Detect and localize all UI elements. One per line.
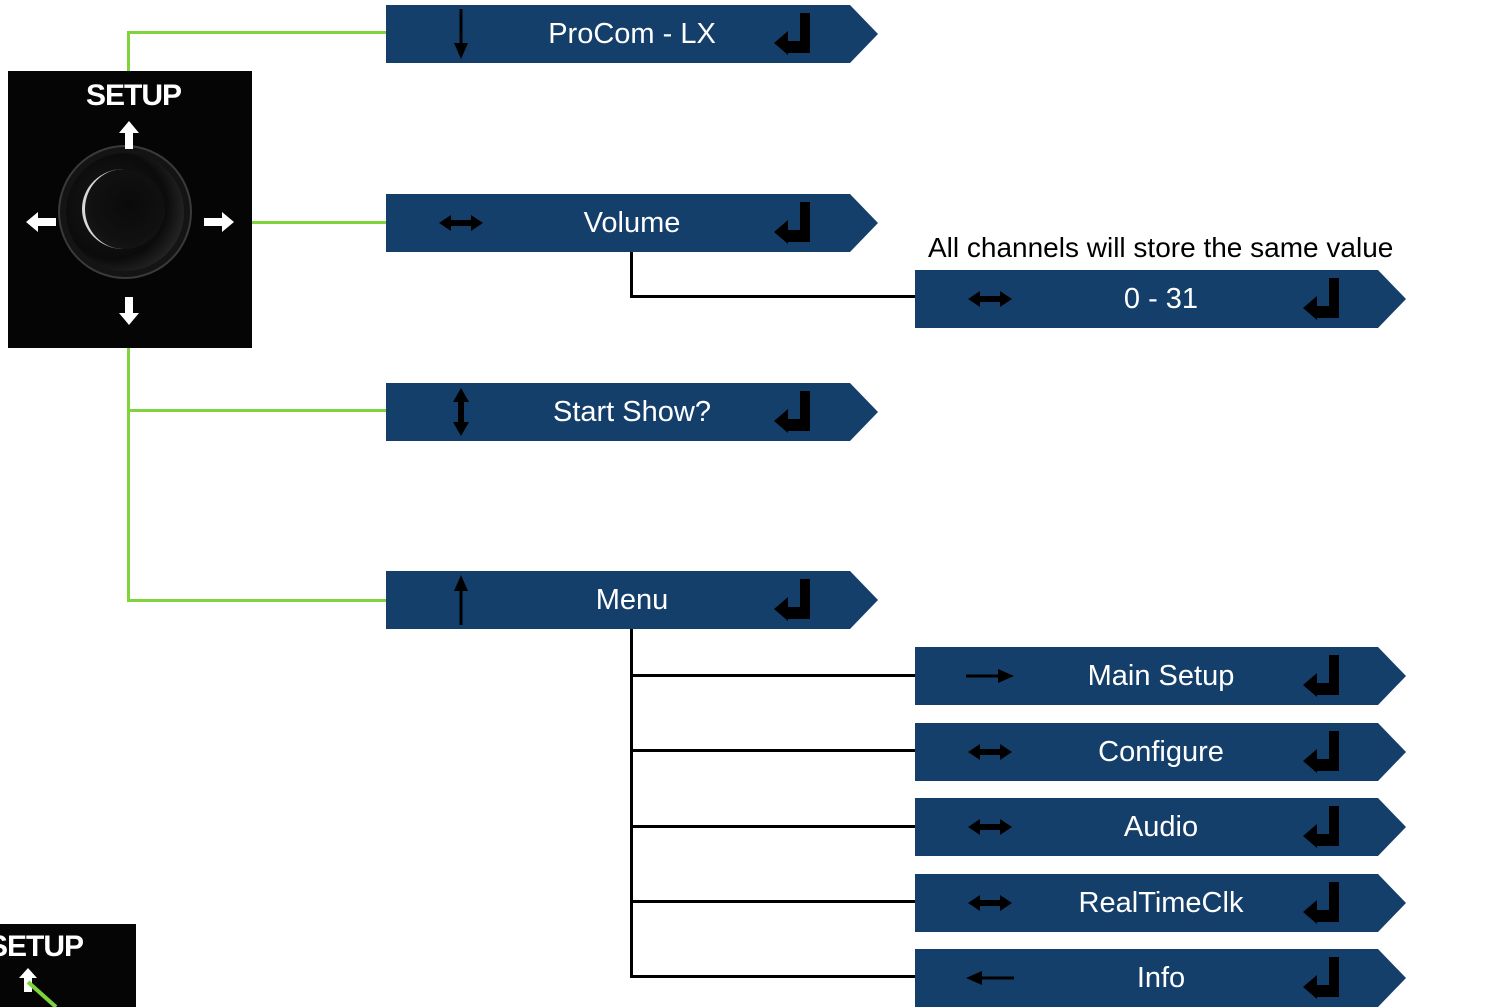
setup-joystick-panel: SETUP (8, 71, 252, 348)
connector-down-to-menu (127, 599, 387, 602)
joystick-up-arrow-icon[interactable] (118, 121, 140, 149)
enter-key-icon (1303, 647, 1341, 705)
volume-range-label: 0 - 31 (1123, 283, 1199, 315)
connector-configure (630, 749, 916, 752)
submenu-box-main-setup[interactable]: Main Setup (915, 647, 1406, 705)
enter-key-icon (774, 5, 812, 63)
connector-right-horizontal (232, 221, 387, 224)
joystick-right-arrow-icon[interactable] (204, 212, 234, 232)
menu-box-procom[interactable]: ProCom - LX (386, 5, 878, 63)
menu-box-volume-range[interactable]: 0 - 31 (915, 270, 1406, 328)
volume-note: All channels will store the same value (928, 232, 1394, 263)
connector-down-vertical (127, 330, 130, 602)
enter-key-icon (1303, 874, 1341, 932)
enter-key-icon (1303, 798, 1341, 856)
submenu-box-configure[interactable]: Configure (915, 723, 1406, 781)
menu-box-volume[interactable]: Volume (386, 194, 878, 252)
setup-label-cropped: SETUP (0, 930, 84, 963)
enter-key-icon (774, 571, 812, 629)
connector-menu-vertical (630, 628, 633, 978)
connector-down-to-start (127, 409, 387, 412)
arrow-right-icon (965, 647, 1015, 705)
arrow-down-icon (446, 5, 476, 63)
connector-volume-horizontal (630, 295, 916, 298)
menu-box-start-show[interactable]: Start Show? (386, 383, 878, 441)
arrow-up-down-icon (446, 383, 476, 441)
connector-volume-vertical (630, 250, 633, 298)
connector-info (630, 975, 916, 978)
submenu-box-audio[interactable]: Audio (915, 798, 1406, 856)
menu-label-start-show: Start Show? (553, 396, 711, 428)
submenu-label-configure: Configure (1098, 736, 1224, 768)
submenu-label-realtimeclk: RealTimeClk (1078, 887, 1244, 919)
arrow-left-right-icon (436, 194, 486, 252)
arrow-left-right-icon (965, 270, 1015, 328)
enter-key-icon (774, 383, 812, 441)
enter-key-icon (1303, 723, 1341, 781)
submenu-label-main-setup: Main Setup (1087, 660, 1235, 692)
menu-label-procom: ProCom - LX (548, 18, 716, 50)
cropped-up-arrow-icon (19, 968, 37, 992)
menu-label-menu: Menu (595, 584, 669, 616)
arrow-left-right-icon (965, 723, 1015, 781)
submenu-label-info: Info (1136, 962, 1186, 994)
arrow-left-icon (965, 949, 1015, 1007)
setup-label: SETUP (86, 79, 182, 112)
arrow-up-icon (446, 571, 476, 629)
connector-up-horizontal (127, 31, 387, 34)
enter-key-icon (1303, 270, 1341, 328)
submenu-box-realtimeclk[interactable]: RealTimeClk (915, 874, 1406, 932)
arrow-left-right-icon (965, 874, 1015, 932)
joystick-knob[interactable] (66, 153, 184, 271)
enter-key-icon (1303, 949, 1341, 1007)
setup-joystick-panel-cropped: SETUP (0, 924, 136, 1007)
arrow-left-right-icon (965, 798, 1015, 856)
submenu-label-audio: Audio (1123, 811, 1199, 843)
menu-box-menu[interactable]: Menu (386, 571, 878, 629)
submenu-box-info[interactable]: Info (915, 949, 1406, 1007)
joystick-down-arrow-icon[interactable] (118, 297, 140, 325)
enter-key-icon (774, 194, 812, 252)
connector-audio (630, 825, 916, 828)
connector-realtimeclk (630, 900, 916, 903)
menu-label-volume: Volume (583, 207, 681, 239)
cropped-green-connector (26, 980, 58, 1007)
joystick-left-arrow-icon[interactable] (26, 212, 56, 232)
connector-main-setup (630, 674, 916, 677)
